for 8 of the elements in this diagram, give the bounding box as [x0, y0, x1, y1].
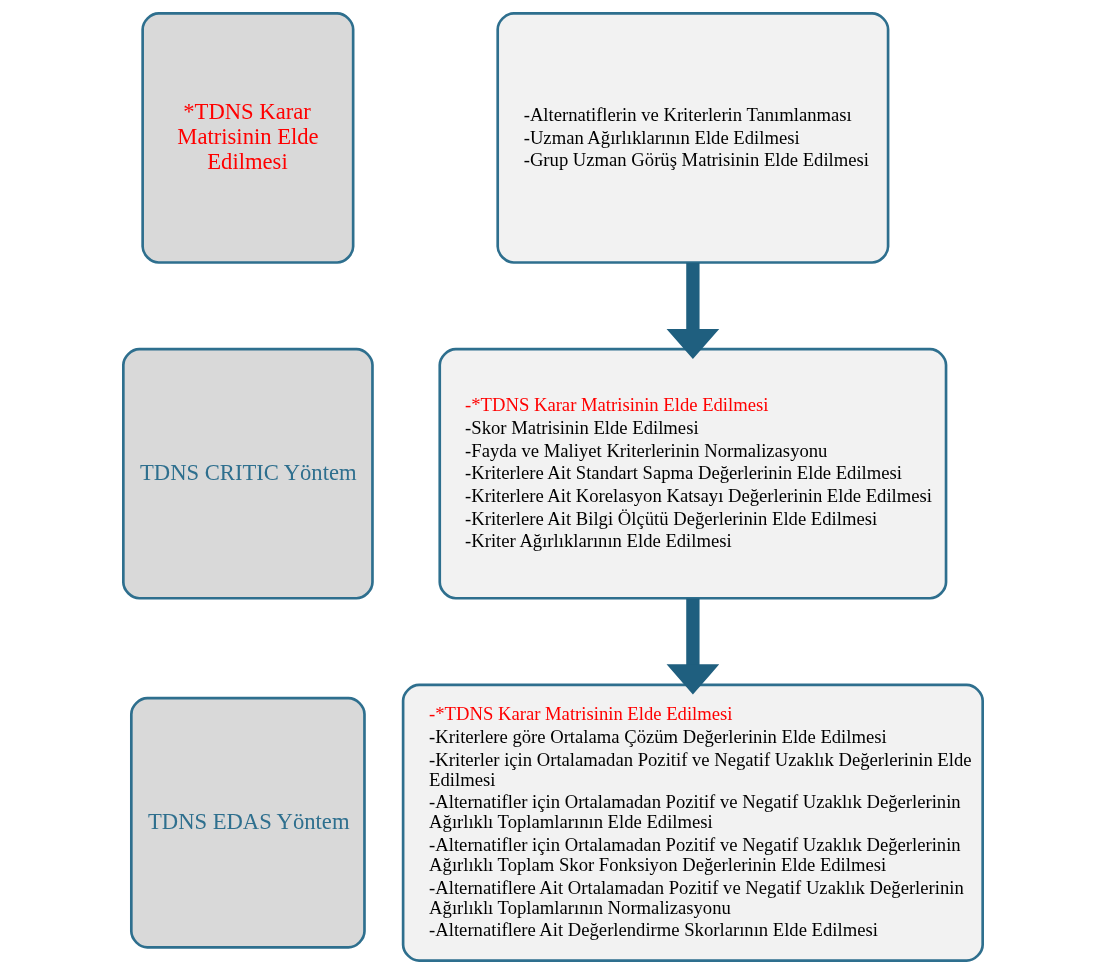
node-box: TDNS CRITIC Yöntem: [121, 347, 374, 600]
node-box: -*TDNS Karar Matrisinin Elde Edilmesi -Kriterlere göre Ortalama Çözüm Değerlerinin Elde Edilmesi -Kriterler için Ortalamadan Pozitif ve Negatif Uzaklık Değerlerinin Elde Edilmesi -Alternatifler için Ortalamadan Pozitif ve Negatif Uzaklık Değerlerinin Ağırlıklı Toplamlarının Elde Edilmesi -Alternatifler için Ortalamadan Pozitif ve Negatif Uzaklık Değerlerinin Ağırlıklı Toplam Skor Fonksiyon Değerlerinin Elde Edilmesi -Alternatiflere Ait Ortalamadan Pozitif ve Negatif Uzaklık Değerlerinin Ağırlıklı Toplamlarının Normalizasyonu -Alternatiflere Ait Değerlendirme Skorlarının Elde Edilmesi: [401, 683, 984, 962]
arrow: [666, 598, 719, 695]
node-box: *TDNS Karar Matrisinin Elde Edilmesi: [140, 12, 354, 264]
arrow: [666, 262, 719, 360]
node-box: TDNS EDAS Yöntem: [129, 696, 366, 949]
node-box: -Alternatiflerin ve Kriterlerin Tanımlanması -Uzman Ağırlıklarının Elde Edilmesi -Grup Uzman Görüş Matrisinin Elde Edilmesi: [495, 12, 889, 264]
node-box: -*TDNS Karar Matrisinin Elde Edilmesi -Skor Matrisinin Elde Edilmesi -Fayda ve Maliyet Kriterlerinin Normalizasyonu -Kriterlere Ait Standart Sapma Değerlerinin Elde Edilmesi -Kriterlere Ait Korelasyon Katsayı Değerlerinin Elde Edilmesi -Kriterlere Ait Bilgi Ölçütü Değerlerinin Elde Edilmesi -Kriter Ağırlıklarının Elde Edilmesi: [437, 347, 947, 600]
